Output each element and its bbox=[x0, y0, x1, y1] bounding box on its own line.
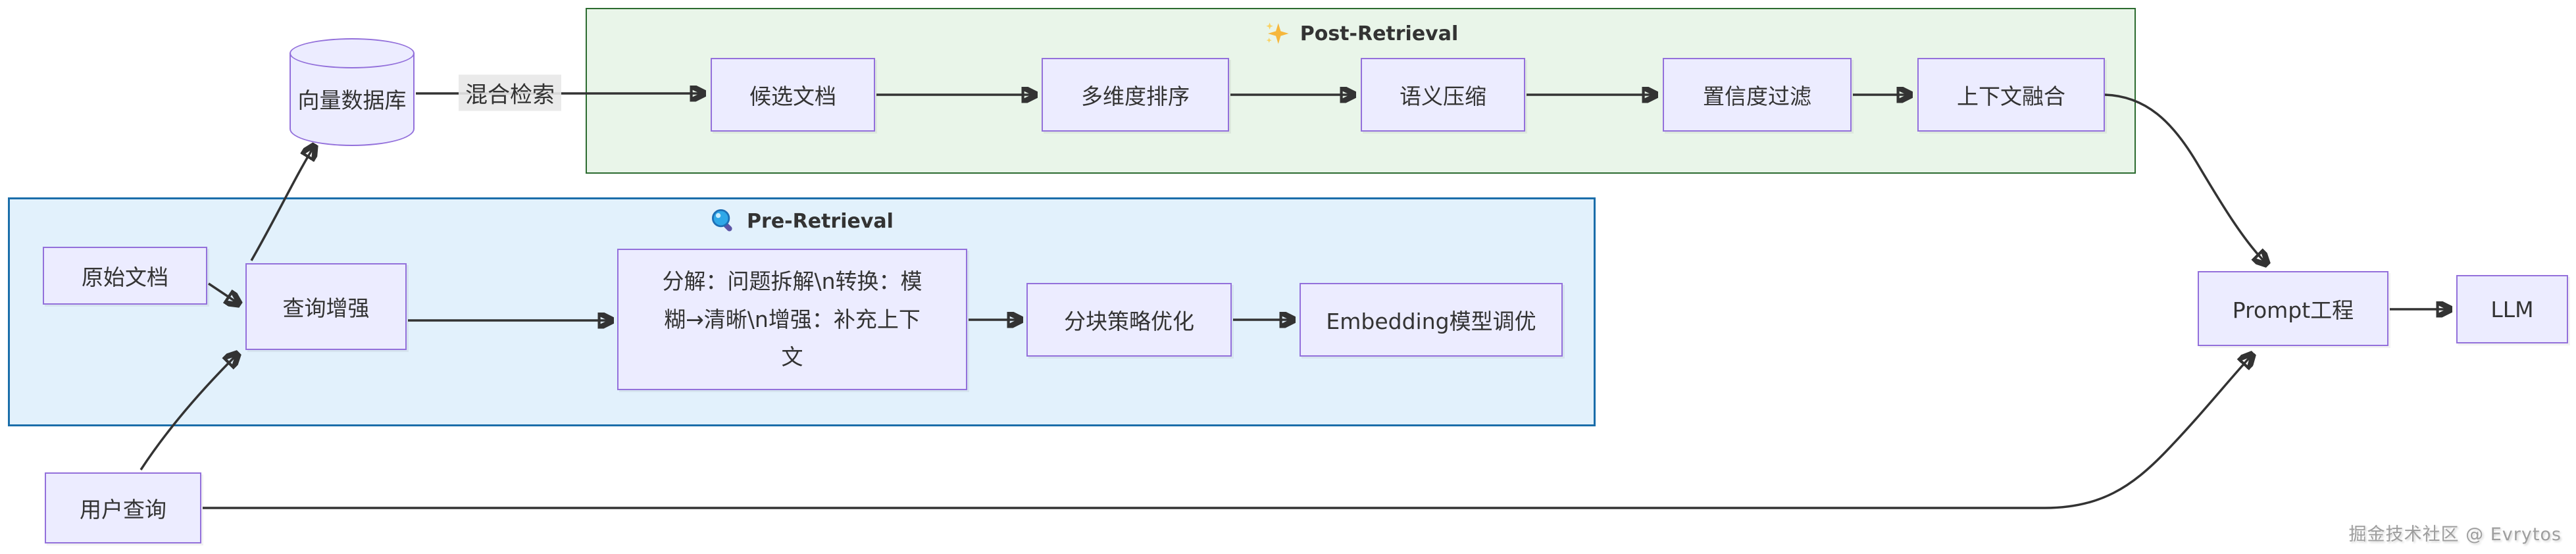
node-raw-docs: 原始文档 bbox=[43, 247, 207, 305]
magnifier-icon bbox=[712, 209, 732, 232]
node-user-query: 用户查询 bbox=[45, 472, 201, 543]
node-confidence-filter: 置信度过滤 bbox=[1663, 58, 1852, 132]
query-transform-line-1: 分解：问题拆解\n转换：模 bbox=[662, 268, 922, 294]
edge-userquery-to-prompt bbox=[203, 355, 2252, 509]
node-semantic-compress: 语义压缩 bbox=[1361, 58, 1525, 132]
node-multi-rank: 多维度排序 bbox=[1042, 58, 1229, 132]
edge-fusion-to-prompt bbox=[2104, 93, 2266, 263]
query-transform-line-3: 文 bbox=[781, 344, 803, 370]
edge-userquery-to-queryenhance bbox=[139, 355, 237, 470]
node-embedding-tune: Embedding模型调优 bbox=[1300, 283, 1563, 357]
node-query-enhance: 查询增强 bbox=[245, 263, 407, 350]
pre-retrieval-title: Pre-Retrieval bbox=[10, 207, 1594, 235]
edge-rawdocs-to-queryenhance bbox=[208, 282, 238, 303]
post-retrieval-label: Post-Retrieval bbox=[1300, 22, 1459, 45]
watermark: 掘金技术社区 @ Evrytos bbox=[2348, 524, 2562, 545]
pre-retrieval-label: Pre-Retrieval bbox=[747, 209, 894, 233]
query-transform-line-2: 糊→清晰\n增强：补充上下 bbox=[664, 306, 921, 332]
node-llm: LLM bbox=[2456, 275, 2568, 343]
edge-label-hybrid-search: 混合检索 bbox=[459, 74, 561, 111]
sparkles-icon bbox=[1266, 22, 1289, 44]
node-context-fusion: 上下文融合 bbox=[1917, 58, 2105, 132]
edge-queryenhance-to-vectordb bbox=[250, 147, 314, 261]
post-retrieval-title: Post-Retrieval bbox=[587, 20, 2134, 47]
node-prompt-engineering: Prompt工程 bbox=[2198, 271, 2388, 346]
vector-db-cylinder-cap bbox=[290, 38, 415, 68]
vector-db-label: 向量数据库 bbox=[297, 88, 407, 113]
node-candidate-docs: 候选文档 bbox=[711, 58, 875, 132]
node-query-transform: 分解：问题拆解\n转换：模 糊→清晰\n增强：补充上下 文 bbox=[617, 249, 967, 390]
node-chunk-opt: 分块策略优化 bbox=[1026, 283, 1232, 357]
